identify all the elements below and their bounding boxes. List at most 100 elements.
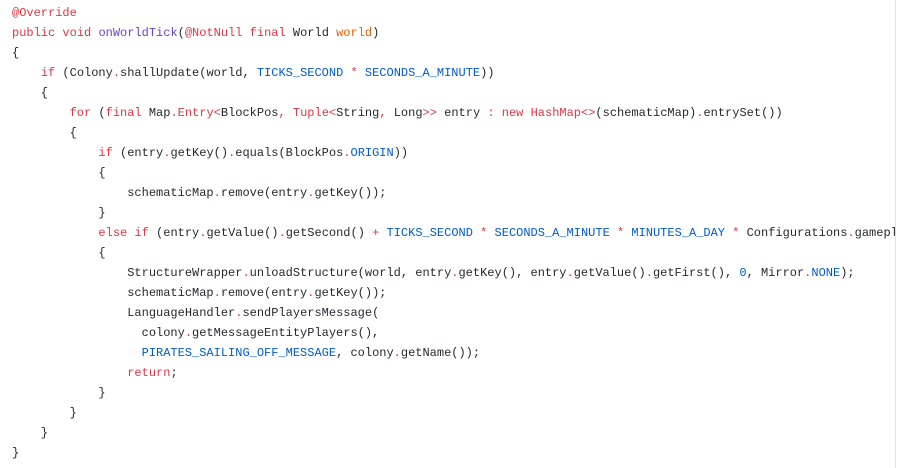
code-token: @Override (12, 6, 77, 20)
code-token: { (12, 246, 106, 260)
code-token: NONE (811, 266, 841, 280)
code-token: HashMap (530, 106, 582, 120)
code-token: . (278, 226, 286, 240)
code-token (610, 226, 617, 240)
code-token: Map (141, 106, 171, 120)
code-token: world (336, 26, 373, 40)
code-line[interactable]: if (entry.getKey().equals(BlockPos.ORIGI… (12, 143, 895, 163)
code-token: { (12, 166, 106, 180)
code-token: getMessageEntityPlayers(), (192, 326, 380, 340)
code-token: . (213, 186, 221, 200)
code-token: . (696, 106, 704, 120)
code-token: . (112, 66, 121, 80)
code-token: . (184, 326, 193, 340)
code-line[interactable]: { (12, 83, 895, 103)
code-token: 0 (739, 266, 747, 280)
code-line[interactable]: colony.getMessageEntityPlayers(), (12, 323, 895, 343)
code-token (495, 106, 502, 120)
code-line[interactable]: return; (12, 363, 895, 383)
code-token (286, 106, 293, 120)
code-token: (entry (112, 146, 164, 160)
code-line[interactable]: if (Colony.shallUpdate(world, TICKS_SECO… (12, 63, 895, 83)
code-token: new (501, 106, 524, 120)
code-line[interactable]: { (12, 123, 895, 143)
code-line[interactable]: schematicMap.remove(entry.getKey()); (12, 283, 895, 303)
code-token (358, 66, 365, 80)
code-token: * (616, 226, 625, 240)
code-token: . (847, 226, 855, 240)
code-token: if (40, 66, 56, 80)
code-token: return (127, 366, 171, 380)
code-block[interactable]: @Override public void onWorldTick(@NotNul… (12, 3, 895, 463)
code-token: getValue() (206, 226, 279, 240)
code-line[interactable]: schematicMap.remove(entry.getKey()); (12, 183, 895, 203)
code-token: * (732, 226, 740, 240)
code-token: . (213, 286, 221, 300)
code-token: ( (91, 106, 106, 120)
code-line[interactable]: } (12, 403, 895, 423)
code-token (12, 106, 70, 120)
code-line[interactable]: for (final Map.Entry<BlockPos, Tuple<Str… (12, 103, 895, 123)
code-token: . (645, 266, 653, 280)
code-token: getSecond() (285, 226, 373, 240)
code-token: { (12, 46, 20, 60)
margin-guide-line (895, 0, 896, 468)
code-line[interactable]: LanguageHandler.sendPlayersMessage( (12, 303, 895, 323)
code-line[interactable]: { (12, 243, 895, 263)
code-token: TICKS_SECOND (256, 66, 344, 80)
code-token: getValue() (573, 266, 646, 280)
code-token: } (12, 206, 106, 220)
code-token: , (379, 106, 387, 120)
code-token (379, 226, 386, 240)
code-line[interactable]: { (12, 43, 895, 63)
code-token: )) (393, 146, 409, 160)
code-token: getKey()); (314, 286, 387, 300)
code-line[interactable]: } (12, 383, 895, 403)
code-token: colony (12, 326, 185, 340)
code-token: , colony (336, 346, 394, 360)
code-token: entry (436, 106, 488, 120)
code-line[interactable]: else if (entry.getValue().getSecond() + … (12, 223, 895, 243)
code-token: . (199, 226, 207, 240)
code-token: (schematicMap) (595, 106, 697, 120)
code-token: Configurations (739, 226, 848, 240)
code-token: . (235, 306, 243, 320)
code-line[interactable]: { (12, 163, 895, 183)
code-token: < (213, 106, 221, 120)
code-line[interactable]: } (12, 423, 895, 443)
code-token: public (12, 26, 56, 40)
code-token: SECONDS_A_MINUTE (364, 66, 481, 80)
code-line[interactable]: StructureWrapper. unloadStructure(world, … (12, 263, 895, 283)
code-token: World (285, 26, 337, 40)
code-token: void (62, 26, 92, 40)
code-token: shallUpdate(world, (120, 66, 257, 80)
code-token: else (98, 226, 128, 240)
code-token (12, 226, 98, 240)
code-token: Tuple (292, 106, 329, 120)
code-token: )) (480, 66, 495, 80)
code-line[interactable]: public void onWorldTick(@NotNull final W… (12, 23, 895, 43)
code-line[interactable]: } (12, 203, 895, 223)
code-line[interactable]: PIRATES_SAILING_OFF_MESSAGE, colony.getN… (12, 343, 895, 363)
code-token: getKey() (170, 146, 229, 160)
code-token: . (804, 266, 812, 280)
code-token: getKey(), entry (458, 266, 567, 280)
code-token: (entry (148, 226, 200, 240)
code-token: gamepl (854, 226, 895, 240)
code-token: getFirst(), (652, 266, 740, 280)
code-line[interactable]: } (12, 443, 895, 463)
code-token: remove(entry (220, 286, 308, 300)
code-token: Entry (177, 106, 214, 120)
code-token: onWorldTick (98, 26, 178, 40)
code-token: SECONDS_A_MINUTE (494, 226, 610, 240)
code-token: StructureWrapper (12, 266, 243, 280)
code-token: PIRATES_SAILING_OFF_MESSAGE (141, 346, 337, 360)
code-token: ); (840, 266, 855, 280)
code-token: { (12, 86, 49, 100)
code-line[interactable]: @Override (12, 3, 895, 23)
code-token (523, 106, 530, 120)
code-token: BlockPos (220, 106, 279, 120)
code-token: . (307, 186, 315, 200)
code-token: unloadStructure(world, entry (249, 266, 452, 280)
